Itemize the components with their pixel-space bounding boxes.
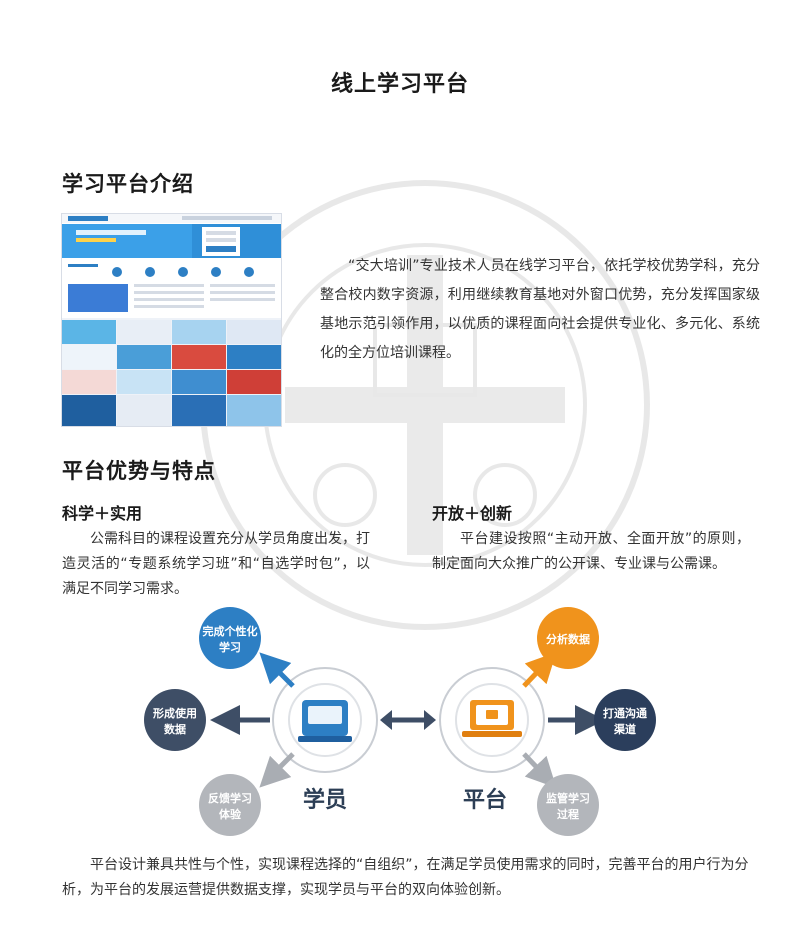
node-circle [594, 689, 656, 751]
node-analyze-data: 分析数据 [537, 607, 599, 669]
node-label-2: 过程 [557, 807, 579, 821]
node-usage-data: 形成使用 数据 [144, 689, 206, 751]
node-label: 分析数据 [546, 632, 590, 646]
science-practical-title: 科学＋实用 [62, 504, 143, 523]
bidirectional-arrow [380, 710, 436, 730]
open-innovation-text: 平台建设按照“主动开放、全面开放”的原则，制定面向大众推广的公开课、专业课与公需… [432, 531, 750, 572]
student-label: 学员 [303, 787, 347, 813]
platform-screenshots-graphic [62, 214, 281, 426]
node-circle [199, 774, 261, 836]
node-feedback-experience: 反馈学习 体验 [199, 774, 261, 836]
node-label: 监管学习 [546, 791, 590, 805]
node-personalized-learning: 完成个性化 学习 [199, 607, 261, 669]
intro-section-heading: 学习平台介绍 [62, 172, 194, 196]
node-circle [537, 774, 599, 836]
node-label: 反馈学习 [208, 791, 252, 805]
node-label: 打通沟通 [603, 706, 647, 720]
node-open-communication: 打通沟通 渠道 [594, 689, 656, 751]
node-circle [199, 607, 261, 669]
node-label-2: 数据 [164, 722, 186, 736]
node-circle [144, 689, 206, 751]
intro-paragraph: “交大培训”专业技术人员在线学习平台，依托学校优势学科，充分整合校内数字资源，利… [320, 258, 760, 361]
node-supervise-learning: 监管学习 过程 [537, 774, 599, 836]
summary-paragraph: 平台设计兼具共性与个性，实现课程选择的“自组织”，在满足学员使用需求的同时，完善… [62, 857, 749, 898]
node-label: 形成使用 [153, 706, 197, 720]
arrow-to-analyze-data [522, 652, 557, 688]
node-label-2: 渠道 [614, 722, 636, 736]
node-label-2: 学习 [219, 640, 241, 654]
page-title: 线上学习平台 [330, 72, 469, 97]
node-label: 完成个性化 [203, 624, 258, 638]
advantages-section-heading: 平台优势与特点 [62, 459, 216, 483]
platform-screenshots-image [61, 213, 282, 427]
laptop-icon [462, 700, 522, 737]
open-innovation-title: 开放＋创新 [432, 504, 513, 523]
student-icon [298, 700, 352, 742]
arrow-to-supervise [522, 752, 557, 788]
arrow-to-personalized-learning [259, 652, 295, 688]
arrow-to-feedback [259, 752, 295, 788]
platform-label: 平台 [463, 787, 507, 813]
node-label-2: 体验 [219, 807, 242, 821]
student-platform-diagram: 完成个性化 学习 形成使用 数据 反馈学习 体验 分析数据 打通沟通 渠道 监管… [144, 607, 656, 836]
node-circle [537, 607, 599, 669]
science-practical-text: 公需科目的课程设置充分从学员角度出发，打造灵活的“专题系统学习班”和“自选学时包… [62, 531, 370, 597]
